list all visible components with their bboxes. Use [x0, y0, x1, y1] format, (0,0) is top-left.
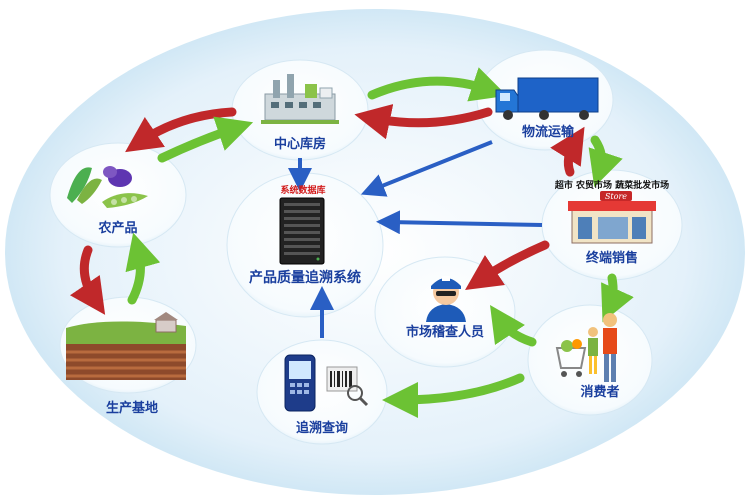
- arrow-retail-to-inspector: [465, 240, 550, 290]
- farmland-icon: [66, 312, 186, 380]
- inspector-icon: [426, 276, 466, 322]
- label-query: 追溯查询: [296, 420, 348, 436]
- label-consumer: 消费者: [580, 384, 619, 400]
- arrow-warehouse-to-logistics: [367, 67, 508, 102]
- data-arrows: [288, 140, 543, 338]
- label-system-title: 产品质量追溯系统: [249, 269, 361, 286]
- arrow-retail-to-logistics: [550, 126, 585, 177]
- label-inspector: 市场稽查人员: [406, 324, 484, 340]
- consumers-icon: [555, 313, 617, 382]
- arrow-logistics-to-db: [360, 140, 493, 197]
- arrow-produce-to-base: [69, 245, 106, 315]
- server-icon: [279, 197, 325, 265]
- arrow-retail-to-consumer: [601, 273, 634, 323]
- label-database-caption: 系统数据库: [280, 184, 325, 196]
- label-base: 生产基地: [106, 400, 158, 416]
- label-produce: 农产品: [97, 220, 137, 236]
- arrow-retail-to-db: [376, 210, 543, 235]
- truck-icon: [495, 77, 599, 120]
- vegetables-icon: [67, 166, 148, 208]
- factory-icon: [261, 74, 339, 124]
- label-warehouse: 中心库房: [274, 136, 326, 152]
- arrow-base-to-produce: [125, 232, 161, 305]
- store-icon: Store: [568, 191, 656, 244]
- arrow-warehouse-to-produce: [125, 107, 237, 153]
- arrow-consumer-to-inspector: [490, 305, 537, 347]
- arrow-produce-to-warehouse: [157, 116, 254, 163]
- label-logistics: 物流运输: [522, 124, 575, 140]
- label-retail: 终端销售: [586, 250, 638, 266]
- label-retail-types: 超市 农贸市场 蔬菜批发市场: [554, 179, 669, 191]
- arrow-consumer-to-query: [382, 373, 525, 418]
- store-sign-text: Store: [605, 192, 627, 201]
- arrow-logistics-to-warehouse: [354, 104, 493, 140]
- flow-arrows: [69, 67, 634, 418]
- arrow-logistics-to-retail: [588, 135, 623, 188]
- phone-barcode-icon: [284, 354, 369, 412]
